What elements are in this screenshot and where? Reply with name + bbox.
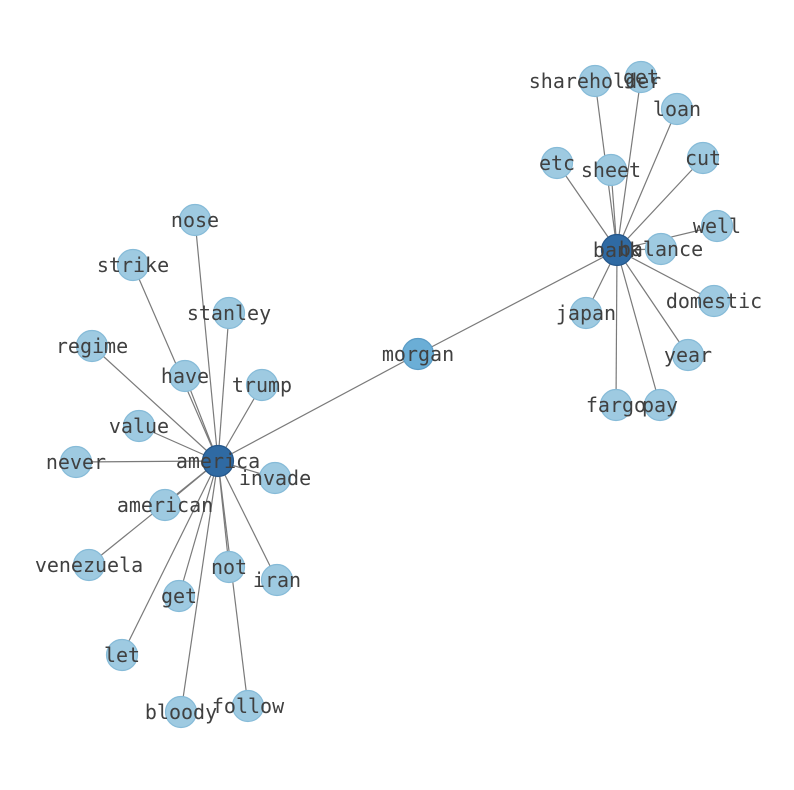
edge-bank-pay — [616, 249, 661, 406]
node-label-not: not — [211, 555, 247, 579]
node-label-have: have — [161, 364, 209, 388]
node-label-cut: cut — [685, 146, 721, 170]
node-label-well: well — [693, 214, 741, 238]
node-label-morgan: morgan — [382, 342, 454, 366]
node-regime — [75, 329, 109, 363]
node-label-never: never — [46, 450, 106, 474]
node-invade — [258, 461, 292, 495]
node-value — [122, 409, 156, 443]
node-label-bloody: bloody — [145, 700, 217, 724]
edge-america-bloody — [180, 460, 219, 713]
node-label-shareholder: shareholder — [529, 69, 661, 93]
node-year — [671, 338, 705, 372]
edge-america-never — [75, 460, 219, 463]
node-fargo — [599, 388, 633, 422]
node-stanley — [212, 296, 246, 330]
edge-america-stanley — [217, 312, 230, 462]
edge-america-follow — [217, 460, 249, 707]
node-label-balance: balance — [619, 237, 703, 261]
node-label-strike: strike — [97, 253, 169, 277]
node-well — [700, 209, 734, 243]
node-cut — [686, 141, 720, 175]
edge-bank-loan — [616, 108, 678, 251]
node-trump — [245, 368, 279, 402]
node-label-fargo: fargo — [586, 393, 646, 417]
node-label-year: year — [664, 343, 712, 367]
node-not — [212, 550, 246, 584]
node-label-sheet: sheet — [581, 158, 641, 182]
node-america — [201, 444, 235, 478]
node-never — [59, 445, 93, 479]
node-have — [168, 359, 202, 393]
node-shareholder — [578, 64, 612, 98]
node-label-venezuela: venezuela — [35, 553, 143, 577]
node-pay — [643, 388, 677, 422]
node-follow — [231, 689, 265, 723]
node-get — [162, 579, 196, 613]
node-label-bank: bank — [593, 238, 641, 262]
node-let — [105, 638, 139, 672]
node-strike — [116, 248, 150, 282]
node-label-get: get — [161, 584, 197, 608]
node-label-pay: pay — [642, 393, 678, 417]
node-label-stanley: stanley — [187, 301, 271, 325]
edge-bank-year — [616, 249, 689, 356]
node-label-japan: japan — [556, 301, 616, 325]
node-sheet — [594, 153, 628, 187]
edge-bank-etc — [556, 162, 618, 251]
edge-america-let — [121, 460, 219, 656]
nodes-layer — [59, 60, 734, 729]
node-label-nose: nose — [171, 208, 219, 232]
node-morgan — [401, 337, 435, 371]
node-bank — [600, 233, 634, 267]
edge-america-get — [178, 460, 219, 597]
node-label-get2: get — [623, 65, 659, 89]
node-loan — [660, 92, 694, 126]
edge-america-strike — [132, 264, 219, 462]
node-label-loan: loan — [653, 97, 701, 121]
node-domestic — [697, 284, 731, 318]
edge-bank-morgan — [417, 249, 618, 355]
node-nose — [178, 203, 212, 237]
node-iran — [260, 563, 294, 597]
node-label-value: value — [109, 414, 169, 438]
edge-bank-fargo — [615, 249, 618, 406]
edge-america-regime — [91, 345, 219, 462]
node-label-iran: iran — [253, 568, 301, 592]
node-japan — [569, 296, 603, 330]
node-label-regime: regime — [56, 334, 128, 358]
node-label-trump: trump — [232, 373, 292, 397]
node-american — [148, 488, 182, 522]
edge-bank-cut — [616, 157, 704, 251]
node-get2 — [624, 60, 658, 94]
node-label-domestic: domestic — [666, 289, 762, 313]
node-balance — [644, 232, 678, 266]
node-venezuela — [72, 548, 106, 582]
edge-bank-get2 — [616, 76, 642, 251]
node-label-american: american — [117, 493, 213, 517]
edge-america-iran — [217, 460, 278, 581]
node-label-let: let — [104, 643, 140, 667]
edge-america-nose — [194, 219, 219, 462]
node-label-america: america — [176, 449, 260, 473]
node-etc — [540, 146, 574, 180]
node-bloody — [164, 695, 198, 729]
edge-america-morgan — [217, 353, 419, 462]
node-label-invade: invade — [239, 466, 311, 490]
node-label-follow: follow — [212, 694, 285, 718]
node-label-etc: etc — [539, 151, 575, 175]
edge-bank-domestic — [616, 249, 715, 302]
